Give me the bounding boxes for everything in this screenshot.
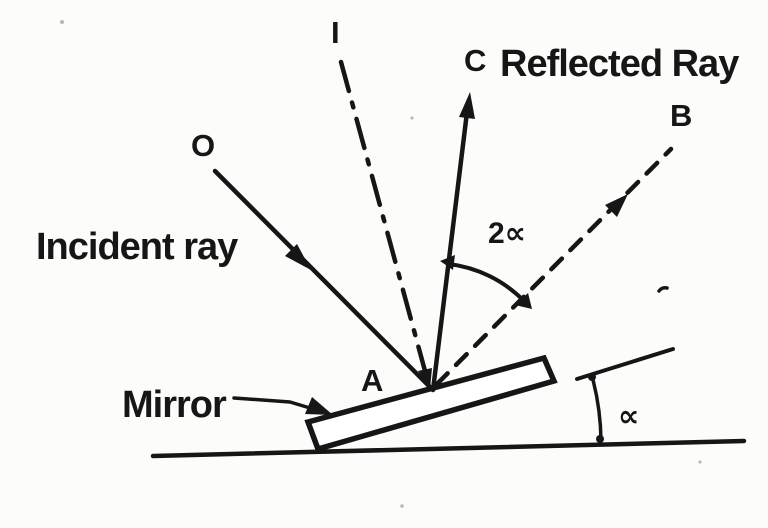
stray-ink-mark xyxy=(657,286,669,293)
mirror-label: Mirror xyxy=(122,384,227,426)
normal-dash-dot-line xyxy=(338,59,431,385)
alpha-arc-endpoint xyxy=(588,373,596,381)
rotated-ray-arrowhead xyxy=(605,194,628,217)
rotated-ray-dashed-line xyxy=(434,146,674,387)
incident-ray-arrowhead xyxy=(285,244,311,270)
two-alpha-angle-label: 2∝ xyxy=(488,217,526,250)
reflected-ray-arrowhead xyxy=(459,92,475,119)
normal-line-arrowhead xyxy=(418,368,432,389)
paper-speck xyxy=(410,116,414,120)
point-o-label: O xyxy=(191,128,215,163)
two-alpha-arc-arrowhead xyxy=(515,293,532,309)
two-alpha-arc-arrowhead xyxy=(440,255,455,270)
paper-speck xyxy=(400,504,404,508)
alpha-angle-arc xyxy=(590,374,603,443)
incident-ray-line xyxy=(212,168,434,391)
mirror-label-leader-line xyxy=(232,396,312,410)
alpha-angle-label: ∝ xyxy=(618,400,639,433)
paper-speck xyxy=(60,20,64,24)
point-c-label: C xyxy=(464,43,486,78)
reflected-ray-label: Reflected Ray xyxy=(500,43,739,85)
point-i-label: I xyxy=(331,15,340,50)
alpha-arc-endpoint xyxy=(596,435,604,443)
mirror-slab xyxy=(304,354,558,453)
two-alpha-angle-arc xyxy=(447,262,525,302)
paper-speck xyxy=(698,460,702,464)
point-a-label: A xyxy=(361,363,383,398)
incident-ray-label: Incident ray xyxy=(36,226,238,268)
ground-line xyxy=(150,438,747,459)
mirror-label-arrowhead xyxy=(305,397,333,415)
point-b-label: B xyxy=(670,98,692,133)
reflected-ray-line xyxy=(430,101,471,393)
